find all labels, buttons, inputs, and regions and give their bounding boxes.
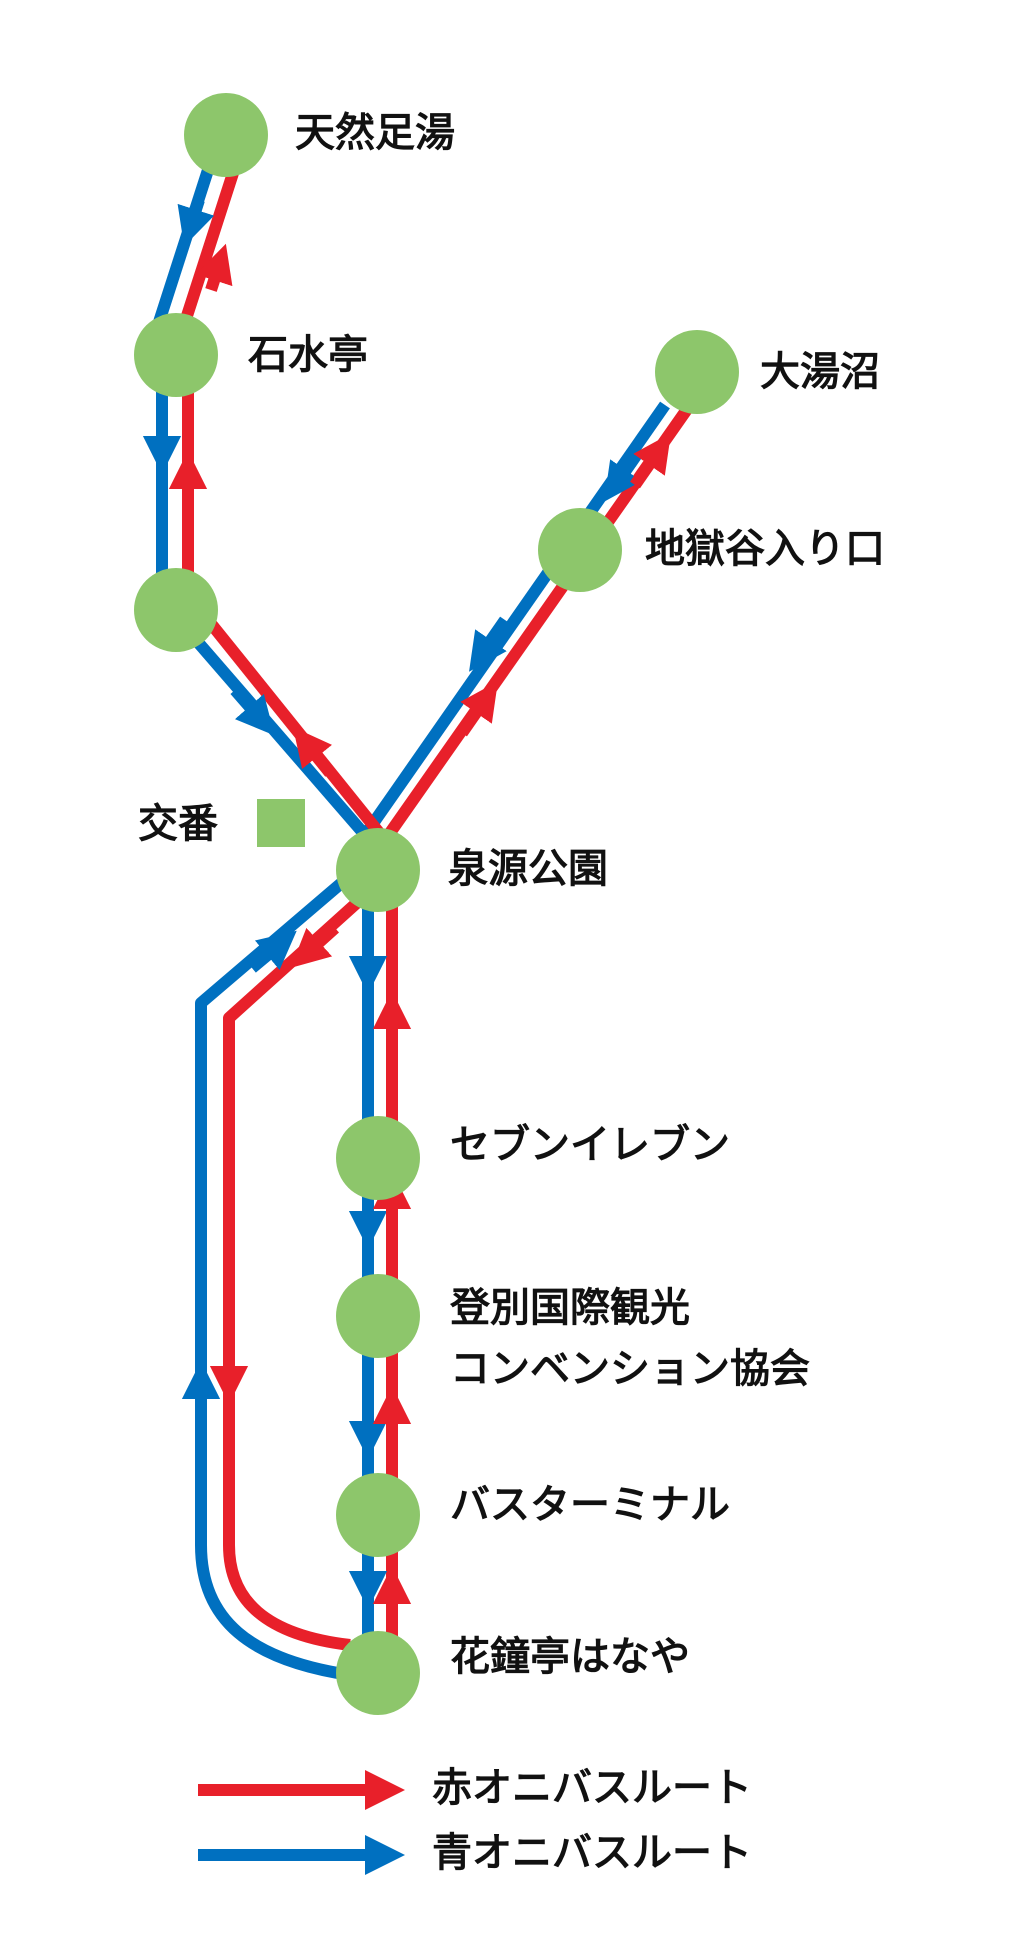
legend-blue-arrowhead [365,1835,405,1875]
label-convention-line1: 登別国際観光 [450,1285,690,1331]
blue-arrow [230,686,275,736]
stop-seven-eleven [336,1116,420,1200]
stop-jigokudani-iriguchi [538,508,622,592]
label-convention-line2: コンベンション協会 [450,1346,810,1392]
red-arrow [457,681,498,737]
label-tennen-ashiyu: 天然足湯 [295,110,455,156]
red-arrow [290,923,340,968]
red-arrow [195,243,233,292]
blue-arrow [469,616,510,672]
label-karinshou-hanaya: 花鐘亭はなや [450,1634,690,1680]
label-jigokudani-iriguchi: 地獄谷入り口 [645,526,885,572]
legend-symbols [198,1770,405,1875]
red-arrow [630,433,671,489]
red-route [170,168,695,1655]
legend-red-arrowhead [365,1770,405,1810]
label-koban: 交番 [138,801,218,847]
stop-unnamed [134,568,218,652]
label-seven-eleven: セブンイレブン [450,1122,730,1168]
stop-sengen-koen [336,828,420,912]
label-oyunuma: 大湯沼 [760,349,880,395]
blue-arrow [248,930,297,973]
koban-marker [257,799,305,847]
red-route-arrows [168,243,671,1620]
stop-convention-center [336,1274,420,1358]
legend-blue-label: 青オニバスルート [432,1830,752,1876]
stop-oyunuma [655,330,739,414]
legend-red-label: 赤オニバスルート [432,1765,752,1811]
stops [134,93,739,1715]
stop-sekisuitei [134,313,218,397]
stop-karinshou-hanaya [336,1631,420,1715]
label-sekisuitei: 石水亭 [248,332,368,378]
stop-bus-terminal [336,1473,420,1557]
blue-arrow [177,198,215,247]
label-bus-terminal: バスターミナル [450,1482,730,1528]
label-sengen-koen: 泉源公園 [448,846,608,892]
red-arrow [292,727,335,777]
blue-route-arrows [142,198,645,1610]
stop-tennen-ashiyu [184,93,268,177]
